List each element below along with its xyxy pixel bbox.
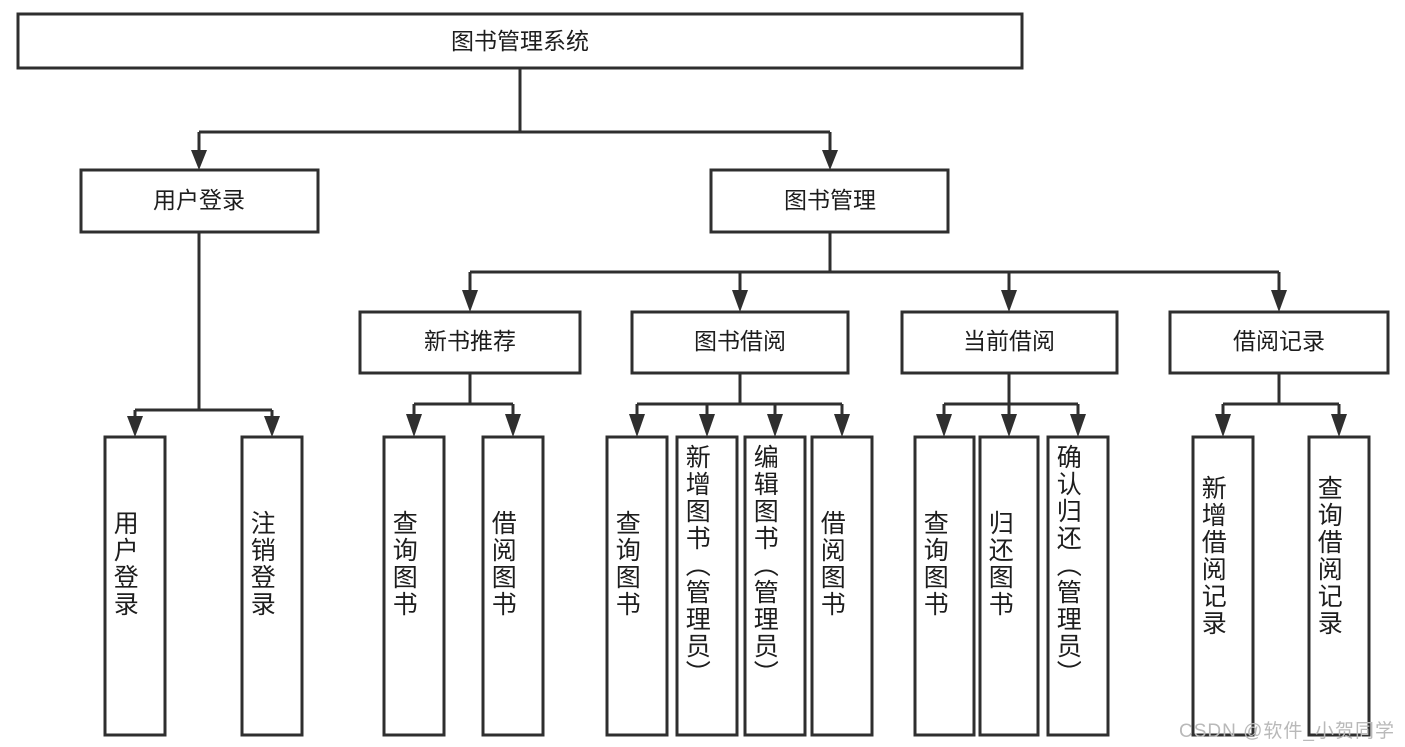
connector-group-book-manage [462,232,1287,312]
node-current-borrow-box[interactable] [900,310,1119,375]
arrow-current-leaf-1 [1001,414,1017,437]
connector-group-new-books [406,373,521,437]
leaf-box-borrow-edit[interactable] [743,435,807,737]
node-borrow-records[interactable]: 借阅记录 [1168,310,1390,375]
arrow-user-leaf-0 [127,416,143,437]
leaf-box-borrow-query[interactable] [605,435,669,737]
arrow-records-leaf-0 [1215,414,1231,437]
leaf-box-record-query[interactable] [1307,435,1371,737]
node-book-borrow-box[interactable] [630,310,850,375]
arrow-records-leaf-1 [1331,414,1347,437]
node-borrow-records-box[interactable] [1168,310,1390,375]
node-book-manage-box[interactable] [709,168,950,234]
arrow-books-to-new [462,290,478,312]
node-book-manage-label: 图书管理 [784,187,876,213]
arrow-books-to-records [1271,290,1287,312]
arrow-books-to-borrow [732,290,748,312]
arrow-user-leaf-1 [264,416,280,437]
connector-group-book-borrow [629,373,850,437]
node-book-borrow-label: 图书借阅 [694,328,786,354]
node-user-login-box[interactable] [79,168,320,234]
leaf-box-current-query[interactable] [913,435,976,737]
arrow-current-leaf-2 [1070,414,1086,437]
node-current-borrow[interactable]: 当前借阅 [900,310,1119,375]
leaf-box-borrow-add[interactable] [675,435,739,737]
leaf-box-new-query[interactable] [382,435,446,737]
arrow-borrow-leaf-2 [767,414,783,437]
node-current-borrow-label: 当前借阅 [963,328,1055,354]
node-user-login[interactable]: 用户登录 [79,168,320,234]
node-new-books[interactable]: 新书推荐 [358,310,582,375]
leaf-box-current-return[interactable] [978,435,1040,737]
node-root-label: 图书管理系统 [451,28,589,54]
connector-group-root [191,68,838,170]
node-borrow-records-label: 借阅记录 [1233,328,1325,354]
node-root[interactable]: 图书管理系统 [16,12,1024,70]
connector-group-current-borrow [936,373,1086,437]
node-new-books-box[interactable] [358,310,582,375]
leaf-box-new-borrow[interactable] [481,435,545,737]
leaf-box-borrow-lend[interactable] [810,435,874,737]
arrow-new-leaf-1 [505,414,521,437]
watermark-text: CSDN @软件_小贺同学 [1179,721,1395,742]
arrow-borrow-leaf-3 [834,414,850,437]
node-book-manage[interactable]: 图书管理 [709,168,950,234]
arrow-root-to-books [822,150,838,170]
leaf-box-user-login[interactable] [103,435,167,737]
node-root-box[interactable] [16,12,1024,70]
arrow-borrow-leaf-0 [629,414,645,437]
leaf-box-current-confirm[interactable] [1046,435,1110,737]
leaf-box-logout[interactable] [240,435,304,737]
node-new-books-label: 新书推荐 [424,328,516,354]
node-user-login-label: 用户登录 [153,187,245,213]
leaf-box-record-add[interactable] [1191,435,1255,737]
connector-group-borrow-records [1215,373,1347,437]
arrow-books-to-current [1001,290,1017,312]
arrow-new-leaf-0 [406,414,422,437]
arrow-root-to-user [191,150,207,170]
arrow-current-leaf-0 [936,414,952,437]
arrow-borrow-leaf-1 [699,414,715,437]
connector-group-user-login [127,232,280,437]
node-book-borrow[interactable]: 图书借阅 [630,310,850,375]
